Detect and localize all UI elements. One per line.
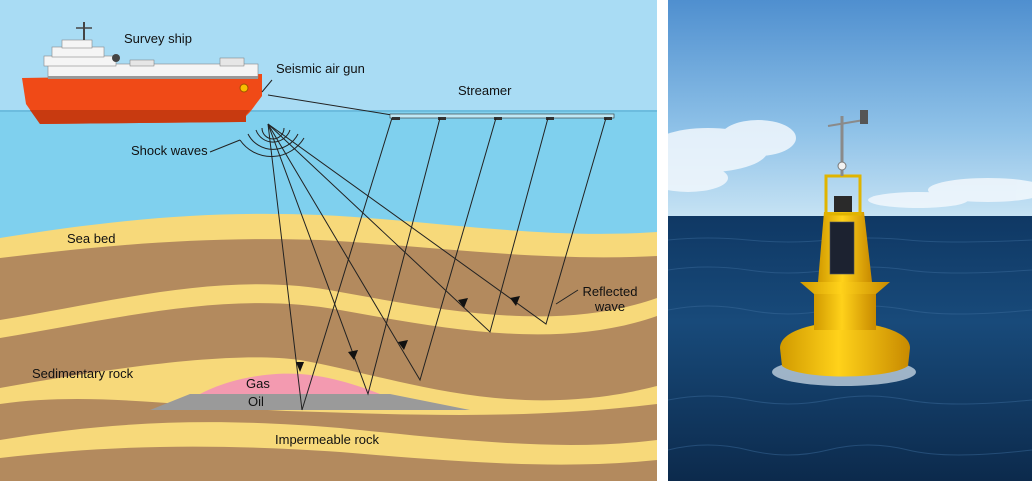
ship-crane-2 (219, 57, 245, 67)
label-reflected-wave-line2: wave (594, 299, 626, 314)
ship-deck-stripe (48, 76, 258, 79)
label-impermeable-rock: Impermeable rock (275, 432, 380, 447)
buoy-neck (814, 290, 876, 330)
gas-pocket (200, 373, 380, 394)
seismic-survey-diagram: Survey ship Seismic air gun Streamer Sho… (0, 0, 657, 481)
label-shock-waves: Shock waves (131, 143, 208, 158)
photo-clouds (668, 120, 1032, 208)
buoy-instrument-box (834, 196, 852, 212)
label-reflected-wave-line1: Reflected (582, 284, 638, 299)
seismic-rays (267, 117, 607, 411)
stratum-rock-4 (0, 446, 657, 481)
ray-1 (267, 117, 393, 411)
wind-vane-icon (860, 110, 868, 124)
label-seismic-air-gun: Seismic air gun (276, 61, 365, 76)
ray-2 (267, 117, 441, 396)
ship-radome (112, 54, 120, 62)
label-survey-ship: Survey ship (124, 31, 192, 46)
leader-shock-waves (209, 139, 241, 153)
ray-3 (267, 117, 497, 382)
ship-bridge-1 (43, 55, 117, 67)
buoy-flare (800, 282, 890, 294)
buoy-base (780, 322, 910, 377)
ship-crane-1 (129, 59, 155, 67)
ray-4 (267, 117, 549, 333)
buoy (772, 110, 916, 386)
buoy-light (837, 161, 847, 171)
strata (0, 213, 657, 481)
label-sea-bed: Sea bed (67, 231, 116, 246)
streamer-cable (267, 94, 615, 120)
label-reflected-wave: Reflected wave (580, 284, 640, 314)
survey-ship (22, 22, 262, 124)
label-sedimentary-rock: Sedimentary rock (32, 366, 134, 381)
label-gas: Gas (246, 376, 270, 391)
ship-bridge-3 (61, 39, 93, 49)
ship-keel (30, 110, 250, 124)
buoy-photo (668, 0, 1032, 481)
ray-arrowheads (296, 296, 520, 372)
leader-reflected-wave (555, 289, 579, 305)
label-oil: Oil (248, 394, 264, 409)
ship-air-gun-unit (236, 110, 246, 122)
buoy-solar-panel (829, 221, 855, 275)
buoy-photo-canvas (668, 0, 1032, 481)
oil-pocket (150, 394, 470, 410)
buoy-mast-crossbar (827, 119, 865, 127)
label-streamer: Streamer (458, 83, 512, 98)
leader-air-gun (261, 79, 273, 93)
ship-lifebuoy (239, 83, 249, 93)
ship-bridge-2 (51, 46, 105, 58)
ray-5 (267, 117, 607, 325)
diagram-canvas (0, 0, 657, 481)
